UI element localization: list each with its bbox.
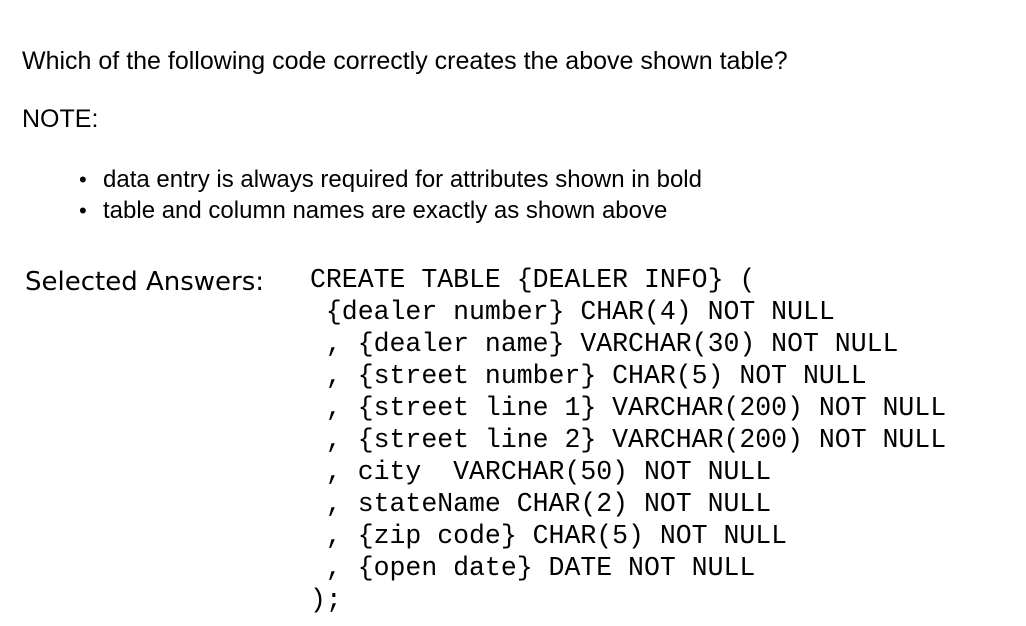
note-item-text: data entry is always required for attrib… [103,166,702,193]
note-item: • data entry is always required for attr… [79,164,702,195]
note-list: • data entry is always required for attr… [79,164,702,226]
selected-answers-label: Selected Answers: [25,267,265,297]
note-label: NOTE: [22,105,99,133]
question-text: Which of the following code correctly cr… [22,47,788,75]
note-item: • table and column names are exactly as … [79,195,702,226]
bullet-icon: • [79,198,87,223]
note-item-text: table and column names are exactly as sh… [103,197,668,224]
bullet-icon: • [79,167,87,192]
sql-code-block: CREATE TABLE {DEALER INFO} ( {dealer num… [310,265,947,615]
